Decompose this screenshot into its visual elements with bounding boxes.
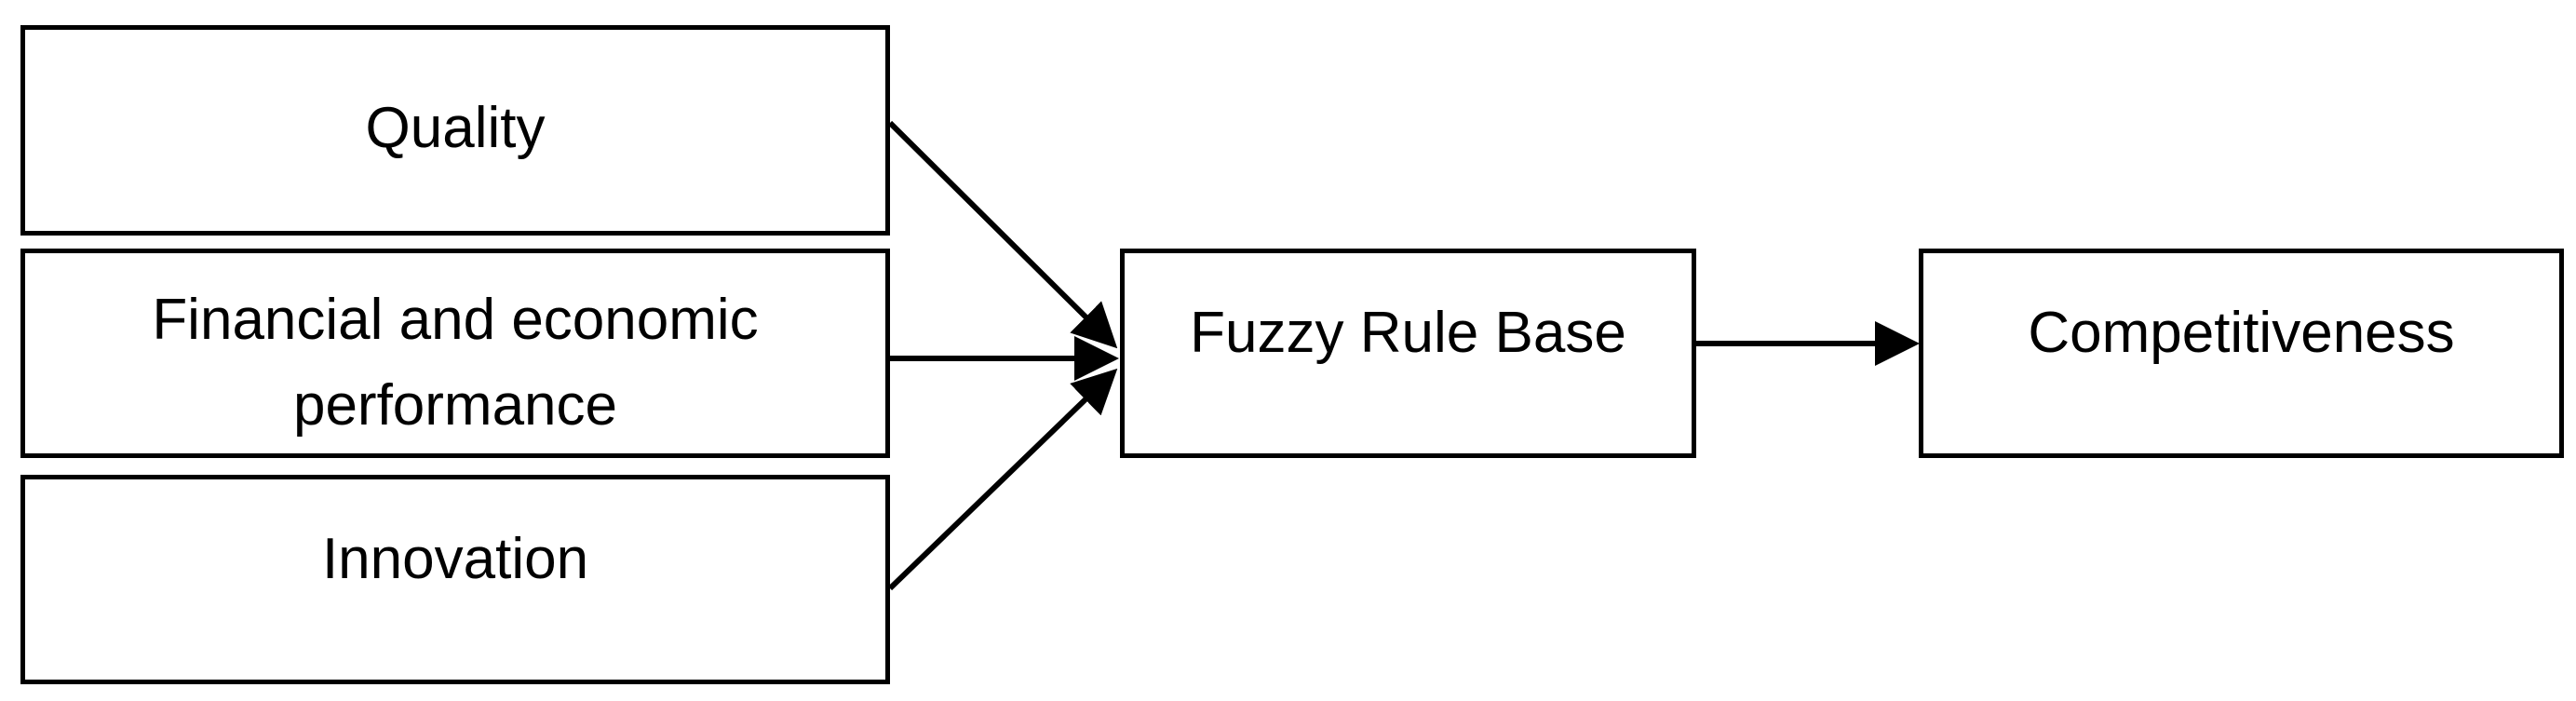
input-node-quality: Quality: [20, 25, 890, 236]
output-node-competitiveness: Competitiveness: [1919, 249, 2564, 458]
processor-node-fuzzy-rule-base: Fuzzy Rule Base: [1120, 249, 1696, 458]
processor-node-label: Fuzzy Rule Base: [1190, 301, 1626, 365]
input-node-financial-performance: Financial and economic performance: [20, 249, 890, 458]
output-node-label: Competitiveness: [2028, 301, 2455, 365]
input-node-label: Financial and economic performance: [152, 288, 759, 438]
edge-quality-to-fuzzy: [887, 120, 1118, 349]
input-node-label: Quality: [365, 96, 546, 160]
input-node-label: Innovation: [321, 527, 589, 591]
input-node-innovation: Innovation: [20, 475, 890, 684]
edge-innovation-to-fuzzy: [887, 368, 1118, 591]
